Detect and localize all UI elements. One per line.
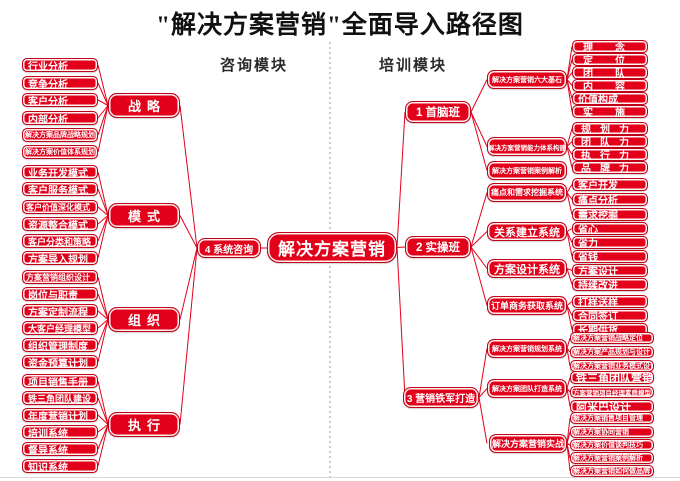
branch-node: 关系建立系统 <box>487 222 567 241</box>
right-leaf: 省钱 <box>572 250 648 263</box>
class-node-1: 1 首脑班 <box>405 101 471 123</box>
left-leaf: 业务开发模式 <box>22 165 98 179</box>
left-leaf: 项目销售手册 <box>22 374 98 388</box>
branch-node: 解决方案营销案例解析 <box>487 161 567 180</box>
root-node: 解决方案营销 <box>267 232 397 263</box>
left-leaf: 方案定制流程 <box>22 304 98 318</box>
left-leaf: 竞争分析 <box>22 76 98 90</box>
left-leaf: 铁三角团队建设 <box>22 391 98 405</box>
left-leaf: 行业分析 <box>22 58 98 72</box>
right-leaf: 团队力 <box>572 135 648 148</box>
system-consulting-node: 4 系统咨询 <box>197 238 261 258</box>
left-leaf: 岗位与职责 <box>22 287 98 301</box>
right-leaf: 省力 <box>572 236 648 249</box>
right-leaf: 解决方案营销案例解析 <box>570 452 654 464</box>
left-leaf: 方案导入规划 <box>22 251 98 265</box>
left-leaf: 资金预算计划 <box>22 355 98 369</box>
right-leaf: 方案设计 <box>572 264 648 277</box>
branch-node: 解决方案营销六大基石 <box>487 70 567 89</box>
left-leaf: 解决方案品牌战略规划 <box>22 128 98 142</box>
right-leaf: 团队 <box>572 66 648 79</box>
right-leaf: 解决方案价值谈判技巧 <box>570 439 654 451</box>
left-leaf: 知识系统 <box>22 459 98 473</box>
left-leaf: 解决方案价值体系规划 <box>22 145 98 159</box>
branch-node: 解决方案营销规划系统 <box>487 339 567 358</box>
left-leaf: 方案营销组织设计 <box>22 270 98 284</box>
bottom-rule <box>0 477 680 478</box>
right-leaf: 持续改进 <box>572 278 648 291</box>
left-leaf: 内部分析 <box>22 111 98 125</box>
left-leaf: 客户分析 <box>22 93 98 107</box>
left-leaf: 督导系统 <box>22 442 98 456</box>
right-leaf: 执行力 <box>572 148 648 161</box>
right-leaf: 省心 <box>572 222 648 235</box>
right-leaf: 合同签订 <box>572 309 648 322</box>
right-leaf: 规划力 <box>572 122 648 135</box>
right-leaf: 内容 <box>572 79 648 92</box>
right-leaf: 痛点分析 <box>572 193 648 206</box>
left-group-node-organization: 组织 <box>108 307 180 332</box>
section-header-training: 培训模块 <box>379 57 448 74</box>
branch-node: 解决方案团队打造系统 <box>487 379 567 398</box>
class-node-3: 3 营销铁军打造 <box>403 387 479 408</box>
branch-node: 痛点和需求挖掘系统 <box>487 183 567 202</box>
branch-node: 方案设计系统 <box>487 259 567 278</box>
right-leaf: 解决方案协同营销 <box>570 426 654 438</box>
right-leaf: 实施 <box>572 105 648 118</box>
right-leaf: 方案营销项目经理素质模型 <box>570 386 654 398</box>
right-leaf: 理念 <box>572 40 648 53</box>
right-leaf: 解决方案销售项目管理 <box>570 412 654 424</box>
left-leaf: 培训系统 <box>22 425 98 439</box>
right-leaf: 需求挖掘 <box>572 208 648 221</box>
class-node-2: 2 实操班 <box>405 236 471 258</box>
left-leaf: 年度营销计划 <box>22 408 98 422</box>
right-leaf: 定位 <box>572 53 648 66</box>
right-leaf: 打样送样 <box>572 295 648 308</box>
right-leaf: 解决方案产品规划与设计 <box>570 346 654 358</box>
left-group-node-mode: 模式 <box>108 203 180 228</box>
left-leaf: 客户分类和策略 <box>22 234 98 248</box>
diagram-title: "解决方案营销"全面导入路径图 <box>156 12 524 39</box>
branch-node: 订单商务获取系统 <box>487 296 567 315</box>
right-leaf: 客户开发 <box>572 178 648 191</box>
right-leaf: 解决方案营销战略定位 <box>570 332 654 344</box>
left-group-node-execution: 执行 <box>108 412 180 437</box>
branch-node: 解决方案营销实战 <box>489 434 567 453</box>
branch-node: 解决方案营销能力体系构建 <box>487 137 567 156</box>
right-leaf: 品牌力 <box>572 161 648 174</box>
right-leaf: 铁三角团队营销 <box>570 371 654 384</box>
right-leaf: 价值构成 <box>572 92 648 105</box>
section-header-consulting: 咨询模块 <box>220 57 289 74</box>
left-leaf: 组织管理制度 <box>22 338 98 352</box>
right-leaf: 解决方案营销如何做品牌 <box>570 465 654 477</box>
left-group-node-strategy: 战略 <box>108 93 180 118</box>
left-leaf: 客户服务模式 <box>22 182 98 196</box>
left-leaf: 大客户经理模型 <box>22 321 98 335</box>
left-leaf: 资源整合模式 <box>22 217 98 231</box>
left-leaf: 客户价值深化模式 <box>22 200 98 214</box>
